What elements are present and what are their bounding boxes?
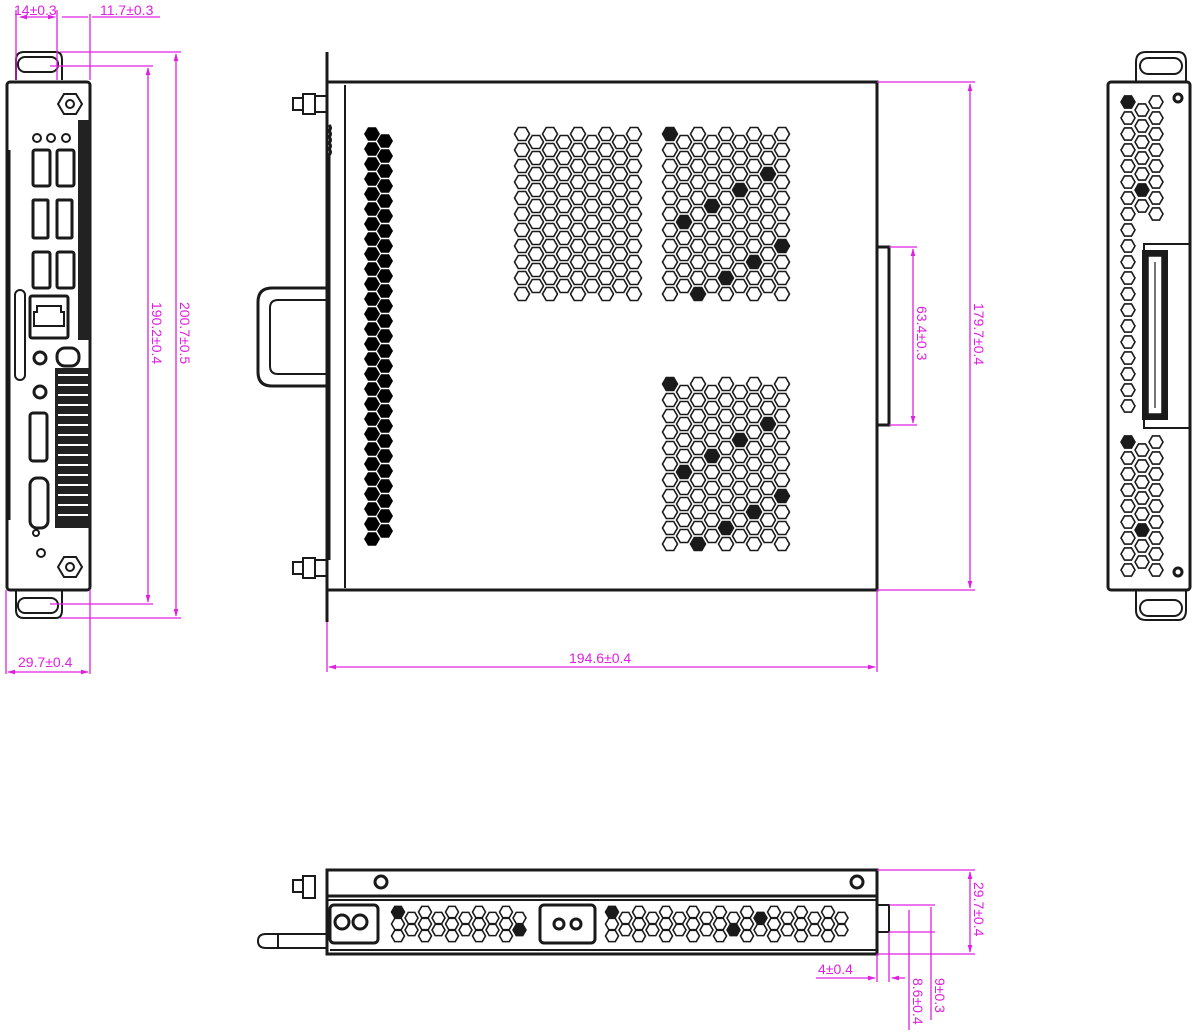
antenna-icon	[256, 933, 327, 949]
led-icon	[32, 133, 42, 143]
front-panel-view	[5, 51, 92, 619]
vent-grid	[513, 126, 791, 552]
power-button-icon	[36, 548, 46, 558]
rear-view	[1106, 51, 1192, 621]
dim-overall-height: 200.7±0.5	[177, 302, 193, 364]
dim-depth: 179.7±0.4	[971, 303, 987, 365]
handle-icon	[256, 286, 327, 388]
heatsink-fins	[55, 120, 90, 528]
ops-connector	[875, 245, 891, 427]
dim-connector-height: 9±0.3	[932, 978, 948, 1013]
side-view	[256, 868, 890, 956]
rear-vents	[1120, 95, 1164, 577]
dim-side-height: 29.7±0.4	[971, 882, 987, 937]
dim-connector-depth: 8.6±0.4	[910, 978, 926, 1025]
dim-connector-offset: 4±0.4	[818, 961, 853, 977]
dim-hole-pitch: 190.2±0.4	[149, 302, 165, 364]
front-dimensions: 14±0.3 11.7±0.3 190.2±0.4 200.7±0.5 29.7…	[5, 2, 193, 675]
dim-tab-width: 14±0.3	[14, 2, 57, 18]
dim-width: 29.7±0.4	[18, 654, 73, 670]
hdmi-port-icon	[28, 476, 50, 530]
top-view	[256, 52, 891, 622]
top-dimensions: 179.7±0.4 63.4±0.3 194.6±0.4	[326, 81, 987, 672]
displayport-icon	[28, 411, 49, 463]
reset-hole-icon	[32, 529, 40, 537]
serial-port-icon	[55, 346, 81, 368]
side-vents	[390, 905, 849, 943]
dim-connector-length: 63.4±0.3	[914, 306, 930, 361]
side-dimensions: 29.7±0.4 4±0.4 8.6±0.4 9±0.3	[816, 869, 987, 1030]
vent-column	[364, 127, 393, 546]
usb-port-icons	[31, 148, 76, 290]
dim-length: 194.6±0.4	[569, 650, 631, 666]
dim-tab-offset: 11.7±0.3	[100, 2, 154, 18]
antenna-mount-icon	[56, 93, 84, 578]
audio-jack-icon	[32, 350, 48, 366]
ethernet-port-icon	[28, 294, 70, 340]
thumb-screw-icon	[292, 93, 328, 579]
